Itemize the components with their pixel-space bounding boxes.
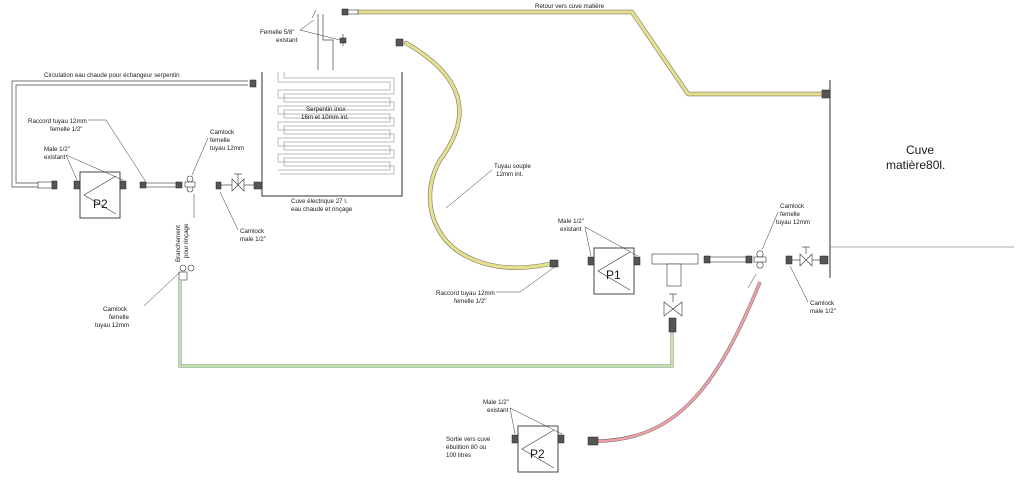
male-p1-label-2: existant — [560, 226, 582, 233]
return-hose — [355, 9, 825, 97]
camlock-left-bot-label-1: Camlock — [103, 306, 128, 313]
raccord-camlock-top — [139, 175, 196, 193]
pump-p2-top-label: P2 — [93, 197, 108, 211]
pump-p2-bottom: P2 — [511, 425, 565, 473]
camlock-left-bot-label-2: femelle — [109, 314, 130, 321]
tuyau-souple-label-2: 12mm int. — [496, 171, 523, 178]
male-left-label-2: existant — [44, 154, 66, 161]
outlet-hose — [587, 281, 762, 446]
flexible-hose — [395, 38, 559, 270]
male-p1-label-1: Male 1/2" — [558, 218, 584, 225]
camlock-male-right-label-2: male 1/2" — [810, 308, 836, 315]
serpentin-label-1: Serpentin inox — [306, 106, 346, 113]
camlock-male-right-label-1: Camlock — [810, 300, 835, 307]
valve-right — [785, 246, 829, 267]
pump-p2-top: P2 — [73, 171, 127, 219]
camlock-right-label-2: femelle — [780, 211, 801, 218]
sortie-label-1: Sortie vers cuve — [446, 436, 491, 443]
cuve-matiere-label-2: matière80l. — [886, 158, 945, 172]
branchement-label-1: Branchement — [175, 225, 182, 262]
camlock-left-bottom — [178, 264, 195, 281]
camlock-top-label-1: Camlock — [210, 129, 235, 136]
cuve-matiere-label-1: Cuve — [906, 143, 934, 157]
male-p2b-label-1: Male 1/2" — [483, 399, 509, 406]
camlock-right-label-1: Camlock — [780, 203, 805, 210]
cuve-electrique-label-1: Cuve électrique 27 l. — [291, 198, 348, 205]
raccord-top-label-2: femelle 1/2" — [50, 126, 82, 133]
circulation-label: Circulation eau chaude pour échangeur se… — [44, 72, 180, 79]
sortie-label-2: ébulition 80 ou — [446, 444, 487, 451]
raccord-top-label-1: Raccord tuyau 12mm — [28, 118, 87, 125]
branchement-label-2: pour rinçage — [183, 223, 190, 258]
male-p2b-label-2: existant — [487, 407, 509, 414]
circulation-loop — [11, 79, 257, 190]
raccord-bot-label-2: femelle 1/2" — [454, 298, 486, 305]
male-left-label-1: Male 1/2" — [44, 146, 70, 153]
pump-p1-label: P1 — [606, 268, 621, 282]
sortie-label-3: 100 litres — [446, 452, 471, 459]
valve-left — [215, 173, 263, 192]
rinse-hose — [178, 280, 674, 368]
femelle-5-8-label-1: Femelle 5/8" — [260, 29, 295, 36]
camlock-top-label-2: femelle — [210, 137, 231, 144]
tuyau-souple-label-1: Tuyau souple — [494, 163, 531, 170]
electric-tank — [261, 72, 403, 197]
camlock-top-label-3: tuyau 12mm — [210, 145, 244, 152]
camlock-left-bot-label-3: tuyau 12mm — [95, 322, 129, 329]
valve-lower — [663, 293, 683, 333]
camlock-male-left-label-2: male 1/2" — [240, 236, 266, 243]
tee-fitting — [651, 253, 699, 287]
raccord-bot-label-1: Raccord tuyau 12mm — [436, 290, 495, 297]
cuve-electrique-label-2: eau chaude et rinçage — [291, 206, 353, 213]
camlock-male-left-label-1: Camlock — [240, 228, 265, 235]
pump-p1: P1 — [587, 247, 641, 295]
camlock-right — [703, 250, 767, 269]
return-label: Retour vers cuve matière — [535, 3, 605, 10]
femelle-5-8-label-2: existant — [276, 37, 298, 44]
camlock-right-label-3: tuyau 12mm — [776, 219, 810, 226]
return-fitting — [341, 8, 349, 16]
pump-p2-bottom-label: P2 — [530, 447, 545, 461]
serpentin-label-2: 16m et 10mm int. — [301, 114, 349, 121]
material-tank — [821, 80, 1014, 278]
existing-5-8-pipe — [311, 9, 347, 70]
